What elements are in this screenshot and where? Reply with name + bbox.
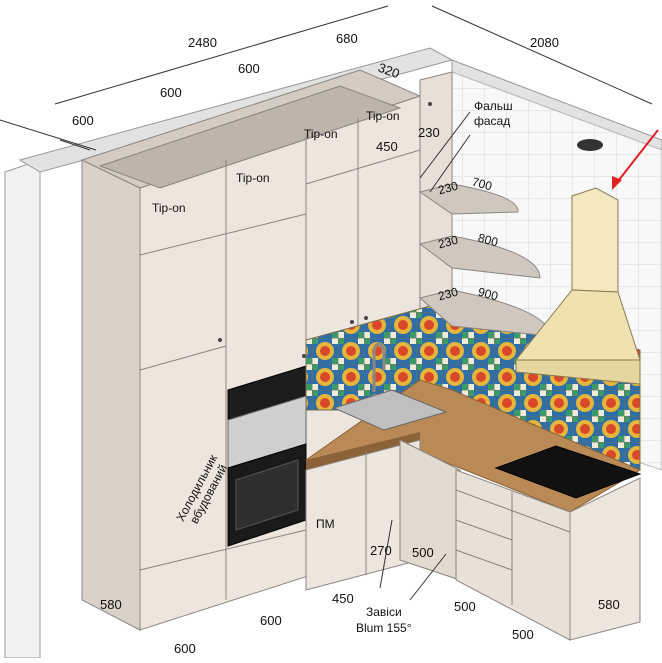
tipon-label-3: Tip-on bbox=[304, 127, 338, 141]
dim-shelf-230-top: 230 bbox=[418, 125, 440, 140]
dim-base-500-bottom: 500 bbox=[512, 627, 534, 642]
dim-600-a: 600 bbox=[238, 61, 260, 76]
tipon-label-2: Tip-on bbox=[236, 171, 270, 185]
tipon-label-1: Tip-on bbox=[152, 201, 186, 215]
built-in-oven bbox=[227, 365, 307, 547]
hinges-label-line1: Завіси bbox=[366, 605, 402, 619]
dim-680: 680 bbox=[336, 31, 358, 46]
dim-base-450: 450 bbox=[332, 591, 354, 606]
red-arrow-head bbox=[612, 176, 622, 190]
tipon-label-4: Tip-on bbox=[366, 109, 400, 123]
dim-base-580-right: 580 bbox=[598, 597, 620, 612]
dim-base-500-mid: 500 bbox=[412, 545, 434, 560]
dim-base-600-bottom: 600 bbox=[174, 641, 196, 656]
open-shelves bbox=[418, 183, 551, 337]
red-arrow bbox=[614, 129, 659, 186]
dim-base-580-left: 580 bbox=[100, 597, 122, 612]
dim-base-600-mid: 600 bbox=[260, 613, 282, 628]
dim-2080: 2080 bbox=[530, 35, 559, 50]
dimension-lines bbox=[0, 5, 653, 601]
false-facade-line2: фасад bbox=[474, 114, 511, 128]
dim-shelf-450: 450 bbox=[376, 139, 398, 154]
dim-600-b: 600 bbox=[160, 85, 182, 100]
hinges-label-line2: Blum 155° bbox=[356, 621, 412, 635]
false-facade-line1: Фальш bbox=[474, 99, 513, 113]
base-cabinets bbox=[304, 342, 642, 641]
dishwasher-label: ПМ bbox=[316, 517, 335, 531]
dim-base-270: 270 bbox=[370, 543, 392, 558]
dim-base-500-right: 500 bbox=[454, 599, 476, 614]
dim-2480: 2480 bbox=[188, 35, 217, 50]
dim-600-c: 600 bbox=[72, 113, 94, 128]
range-hood bbox=[514, 187, 641, 385]
